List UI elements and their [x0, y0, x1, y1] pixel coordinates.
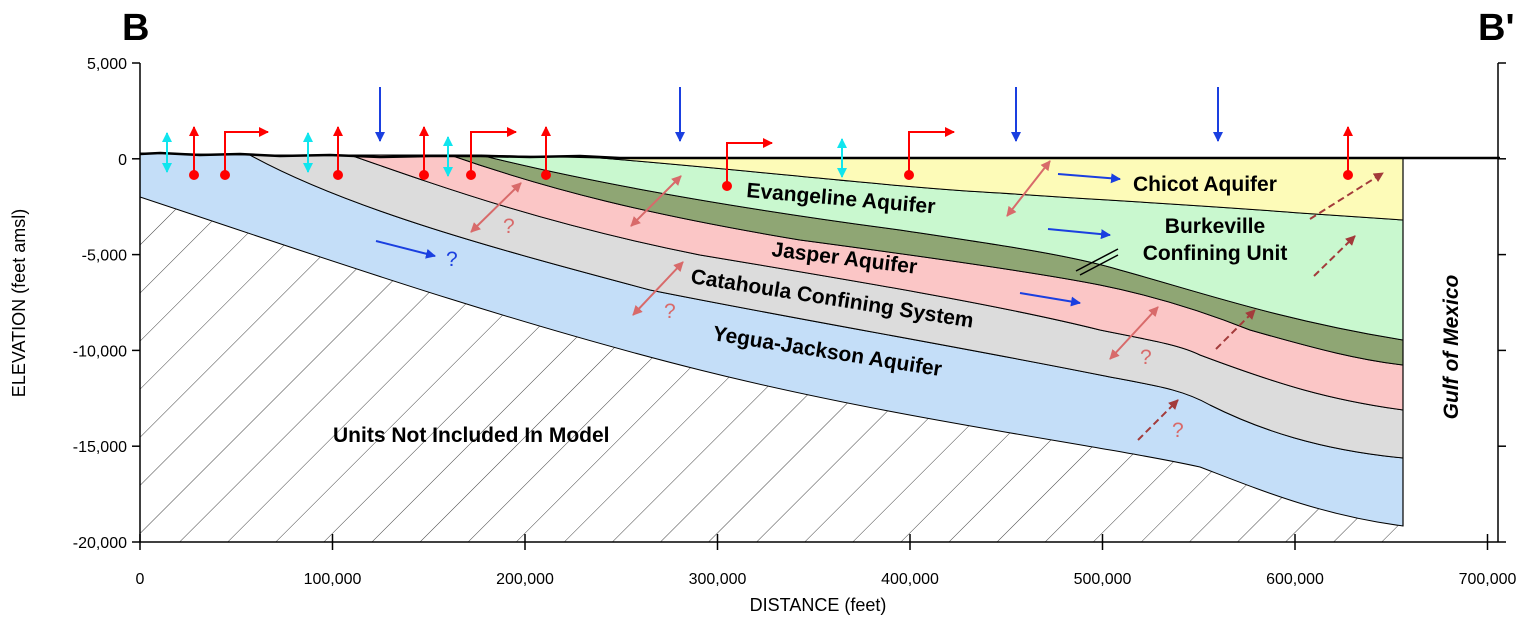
- x-tick-label: 0: [136, 571, 145, 588]
- lateral-flow-arrows: [375, 173, 1121, 307]
- cross-formation-arrow: [632, 261, 684, 316]
- excluded-units-label: Units Not Included In Model: [333, 424, 610, 447]
- well-point: [722, 181, 732, 191]
- well-point: [189, 170, 199, 180]
- well-arrow: [908, 127, 955, 175]
- dashed-flow-arrow: [1309, 172, 1384, 220]
- y-tick-label: -15,000: [73, 439, 127, 456]
- burkeville-label-line1: Burkeville: [1165, 215, 1265, 238]
- well-point: [466, 170, 476, 180]
- well-point: [333, 170, 343, 180]
- question-mark: ?: [1140, 346, 1152, 369]
- dashed-flow-arrows: [1137, 172, 1384, 441]
- question-mark: ?: [503, 215, 515, 238]
- x-tick-labels: 0 100,000 200,000 300,000 400,000 500,000 600,…: [136, 571, 1517, 588]
- cross-formation-arrow: [1006, 160, 1051, 217]
- cross-formation-arrow: [630, 175, 682, 227]
- cross-formation-arrows: [470, 160, 1159, 360]
- x-tick-label: 400,000: [881, 571, 939, 588]
- burkeville-label-line2: Confining Unit: [1143, 242, 1288, 265]
- section-end-label: B': [1478, 7, 1514, 49]
- question-mark: ?: [664, 300, 676, 323]
- recharge-arrows: [375, 87, 1223, 142]
- well-arrows-bent: [220, 127, 955, 191]
- lateral-flow-arrow: [1047, 228, 1111, 240]
- x-tick-marks: [139, 534, 1489, 550]
- well-point: [220, 170, 230, 180]
- well-arrow: [224, 127, 269, 175]
- ground-surface-line: [139, 151, 1500, 160]
- excluded-units-area: [140, 197, 1403, 542]
- gulf-label: Gulf of Mexico: [1440, 274, 1463, 419]
- lateral-flow-arrow: [375, 240, 436, 259]
- dashed-flow-arrow: [1137, 399, 1179, 441]
- dashed-flow-arrow: [1313, 235, 1356, 277]
- dashed-flow-arrow: [1215, 309, 1256, 350]
- x-tick-label: 300,000: [689, 571, 747, 588]
- cross-formation-arrow: [470, 182, 522, 233]
- question-mark: ?: [446, 248, 458, 271]
- x-tick-label: 600,000: [1266, 571, 1324, 588]
- lateral-flow-arrow: [1019, 292, 1081, 307]
- y-tick-label: 5,000: [87, 56, 127, 73]
- x-tick-label: 500,000: [1074, 571, 1132, 588]
- y-tick-label: -20,000: [73, 535, 127, 552]
- question-mark: ?: [1172, 419, 1184, 442]
- lateral-flow-arrow: [1057, 173, 1121, 184]
- y-axis-title: ELEVATION (feet amsl): [9, 209, 29, 397]
- well-point: [904, 170, 914, 180]
- surface-exchange-arrows: [162, 132, 847, 178]
- y-tick-label: -5,000: [82, 248, 127, 265]
- y-tick-labels: 5,000 0 -5,000 -10,000 -15,000 -20,000: [73, 56, 127, 552]
- y-tick-label: -10,000: [73, 343, 127, 360]
- chicot-layer: [599, 157, 1404, 221]
- well-point: [1343, 170, 1353, 180]
- x-tick-label: 100,000: [304, 571, 362, 588]
- x-axis-title: DISTANCE (feet): [750, 595, 887, 615]
- chicot-label: Chicot Aquifer: [1133, 173, 1277, 196]
- well-arrow: [470, 127, 517, 175]
- section-start-label: B: [122, 7, 149, 49]
- y-tick-marks: [132, 62, 1506, 543]
- burkeville-leader-line: [1075, 248, 1119, 276]
- x-tick-label: 700,000: [1459, 571, 1517, 588]
- y-tick-label: 0: [118, 152, 127, 169]
- well-point: [541, 170, 551, 180]
- cross-formation-arrow: [1109, 306, 1159, 360]
- well-point: [419, 170, 429, 180]
- well-arrows-vertical: [189, 126, 1353, 180]
- well-arrow: [726, 138, 773, 186]
- x-tick-label: 200,000: [496, 571, 554, 588]
